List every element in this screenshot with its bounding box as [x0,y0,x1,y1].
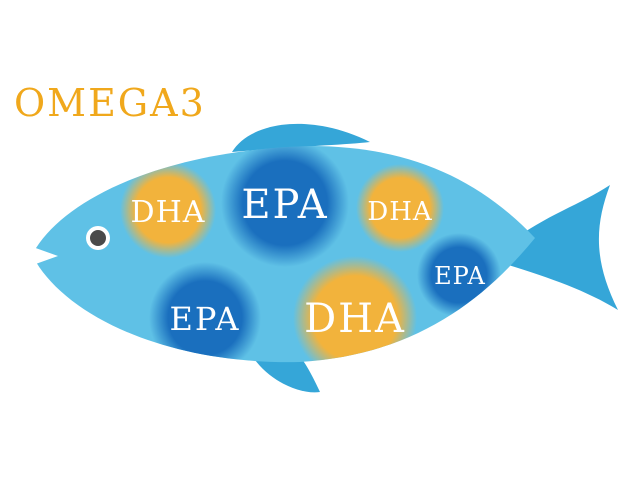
eye-pupil [90,230,106,246]
blob-epa-3 [149,262,261,363]
label-epa-3: EPA [169,300,240,338]
blob-epa-1 [221,146,349,267]
blob-dha-1 [120,162,216,258]
blob-dha-2 [356,164,444,252]
label-dha-3: DHA [304,296,406,342]
label-epa-2: EPA [434,262,486,290]
mouth [30,246,58,266]
omega3-title: OMEGA3 [14,81,206,125]
label-dha-2: DHA [367,197,433,227]
dorsal-fin [232,123,370,152]
label-epa-1: EPA [241,182,328,228]
tail-fin [505,185,618,310]
label-dha-1: DHA [131,195,206,230]
ventral-fin [250,352,320,393]
